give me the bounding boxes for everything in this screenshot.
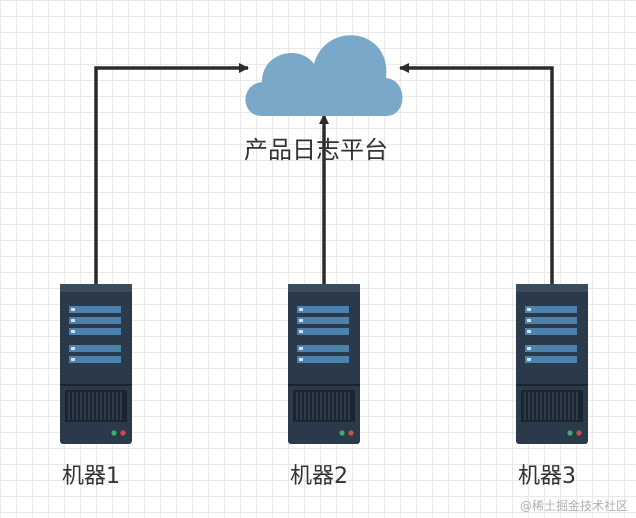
server-icon	[288, 284, 360, 444]
machine-label-2: 机器2	[290, 464, 348, 489]
cloud-label: 产品日志平台	[244, 136, 388, 164]
server-icon	[60, 284, 132, 444]
arrow-machine3-to-cloud	[399, 63, 554, 285]
arrow-machine1-to-cloud	[94, 63, 249, 285]
cloud-icon	[245, 35, 403, 116]
machine-label-3: 机器3	[518, 464, 576, 489]
watermark: @稀土掘金技术社区	[519, 499, 628, 513]
machine-label-1: 机器1	[62, 464, 120, 489]
server-icon	[516, 284, 588, 444]
